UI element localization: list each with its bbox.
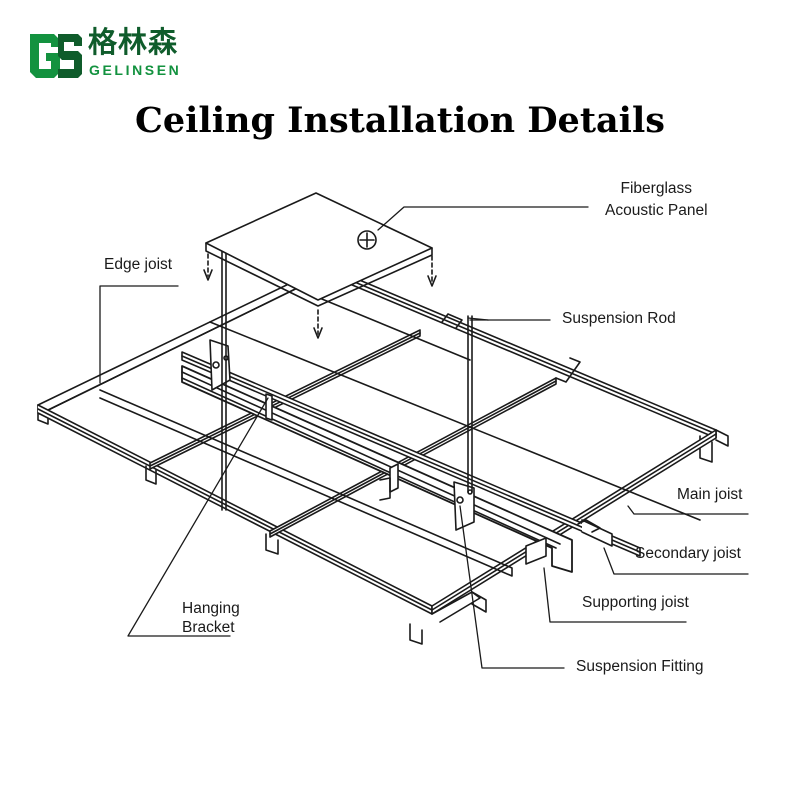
- supporting-joist: [181, 365, 573, 573]
- brackets: [209, 339, 475, 531]
- label-acoustic-panel-line1: Fiberglass: [620, 180, 693, 197]
- label-hanging-bracket-line1: Hanging: [182, 600, 240, 617]
- label-hanging-bracket-line2: Bracket: [182, 618, 235, 636]
- page-title: Ceiling Installation Details: [135, 100, 665, 141]
- label-acoustic-panel: Fiberglass Acoustic Panel: [605, 180, 708, 220]
- leader-lines: [99, 206, 749, 669]
- brand-chinese-name: 格林森: [88, 25, 179, 59]
- label-hanging-bracket: Hanging Bracket: [182, 600, 240, 637]
- main-joist: [325, 265, 729, 463]
- suspension-rods: [221, 243, 473, 511]
- label-main-joist: Main joist: [677, 486, 743, 503]
- brand-latin-name: GELINSEN: [89, 62, 182, 78]
- secondary-joists: [99, 321, 701, 577]
- label-secondary-joist: Secondary joist: [635, 545, 741, 562]
- label-edge-joist: Edge joist: [104, 256, 173, 273]
- label-suspension-fitting: Suspension Fitting: [576, 658, 704, 675]
- label-acoustic-panel-line2: Acoustic Panel: [605, 201, 708, 219]
- acoustic-panel: [203, 192, 437, 339]
- label-supporting-joist: Supporting joist: [582, 594, 689, 611]
- label-suspension-rod: Suspension Rod: [562, 310, 676, 327]
